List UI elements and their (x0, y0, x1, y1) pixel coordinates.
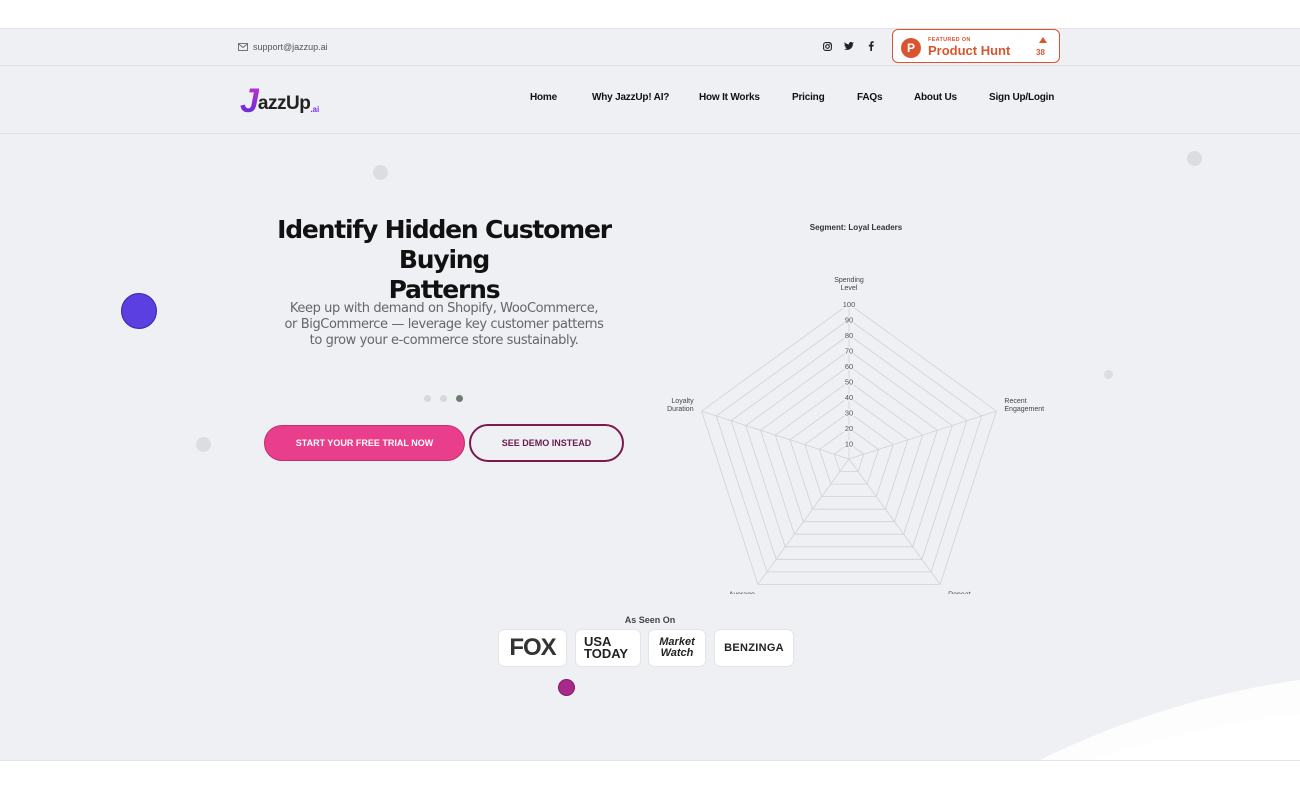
chart-title: Segment: Loyal Leaders (810, 223, 903, 232)
radar-grid-ring (804, 412, 894, 498)
radar-tick-label: 10 (845, 440, 853, 449)
logo-wordmark: azzUp (257, 93, 311, 114)
nav-why-jazzup[interactable]: Why JazzUp! AI? (592, 92, 670, 103)
product-hunt-upvotes: 38 (1036, 48, 1045, 57)
decorative-dot (373, 165, 388, 180)
radar-grid-ring (715, 319, 983, 573)
radar-axis-line (757, 458, 850, 585)
radar-grid-ring (730, 334, 968, 560)
nav-signup-login[interactable]: Sign Up/Login (989, 92, 1055, 103)
nav-how-it-works[interactable]: How It Works (699, 92, 760, 103)
main-nav: J azzUp .ai Home Why JazzUp! AI? How It … (0, 66, 1300, 134)
slide-indicator-3[interactable] (456, 395, 463, 402)
instagram-icon[interactable] (821, 40, 833, 52)
upvote-arrow-icon (1039, 37, 1047, 43)
twitter-icon[interactable] (843, 40, 855, 52)
radar-grid-ring (701, 303, 997, 585)
facebook-icon[interactable] (865, 40, 877, 52)
radar-axis-line (848, 458, 941, 585)
segment-radar-chart: Segment: Loyal Leaders 10 20 30 40 50 60 70 80 9… (667, 223, 1044, 594)
radar-tick-label: 80 (845, 331, 853, 340)
radar-axis-label: AverageOrder Size (725, 591, 759, 594)
nav-faqs[interactable]: FAQs (857, 92, 883, 103)
product-hunt-featured-label: FEATURED ON (928, 37, 971, 43)
logo-mark: J (240, 82, 259, 120)
product-hunt-name: Product Hunt (928, 43, 1011, 58)
usa-today-logo: USA TODAY (575, 629, 641, 667)
decorative-dot (1187, 151, 1202, 166)
nav-about-us[interactable]: About Us (914, 92, 957, 103)
decorative-wave (1040, 680, 1300, 760)
radar-tick-label: 100 (843, 300, 856, 309)
hero-title-line: Patterns (388, 275, 501, 304)
radar-grid-ring (774, 381, 924, 523)
radar-tick-label: 70 (845, 347, 853, 356)
radar-grid-ring (833, 443, 865, 472)
radar-tick-label: 40 (845, 393, 853, 402)
fox-logo: FOX (498, 629, 567, 667)
top-bar: support@jazzup.ai P FEATURED ON Product … (0, 29, 1300, 66)
page: support@jazzup.ai P FEATURED ON Product … (0, 28, 1300, 761)
benzinga-logo: BENZINGA (714, 629, 794, 667)
product-hunt-logo: P (901, 38, 921, 58)
decorative-dot (196, 437, 211, 452)
radar-tick-label: 20 (845, 424, 853, 433)
as-seen-on-label: As Seen On (624, 615, 676, 625)
radar-grid-ring (819, 427, 879, 485)
slide-indicator-1[interactable] (424, 395, 431, 402)
hero-title: Identify Hidden Customer Buying Patterns (234, 215, 654, 305)
radar-tick-label: 30 (845, 409, 853, 418)
radar-grid-ring (789, 396, 909, 510)
decorative-dot (121, 293, 157, 329)
see-demo-button[interactable]: SEE DEMO INSTEAD (469, 424, 624, 462)
radar-axis-label: RepeatVisits (948, 591, 971, 594)
slide-indicator-2[interactable] (440, 395, 447, 402)
decorative-dot (558, 679, 575, 696)
mail-icon (238, 43, 248, 51)
radar-tick-label: 90 (845, 316, 853, 325)
radar-axis-line (701, 410, 850, 460)
radar-tick-label: 50 (845, 378, 853, 387)
radar-axis-line (848, 410, 997, 460)
radar-grid-ring (745, 350, 953, 548)
product-hunt-badge[interactable]: P FEATURED ON Product Hunt 38 (892, 29, 1060, 63)
support-email-link[interactable]: support@jazzup.ai (238, 40, 328, 54)
start-free-trial-button[interactable]: START YOUR FREE TRIAL NOW (264, 425, 465, 461)
support-email: support@jazzup.ai (253, 42, 328, 52)
decorative-dot (1104, 370, 1113, 379)
radar-tick-label: 60 (845, 362, 853, 371)
nav-home[interactable]: Home (530, 92, 557, 103)
marketwatch-logo: Market Watch (648, 629, 706, 667)
radar-grid-ring (760, 365, 938, 535)
logo-suffix: .ai (310, 105, 320, 114)
hero-title-line: Identify Hidden Customer Buying (277, 215, 612, 274)
jazzup-logo[interactable]: J azzUp .ai (240, 80, 319, 118)
hero-subtitle: Keep up with demand on Shopify, WooComme… (284, 301, 604, 348)
nav-pricing[interactable]: Pricing (792, 92, 825, 103)
